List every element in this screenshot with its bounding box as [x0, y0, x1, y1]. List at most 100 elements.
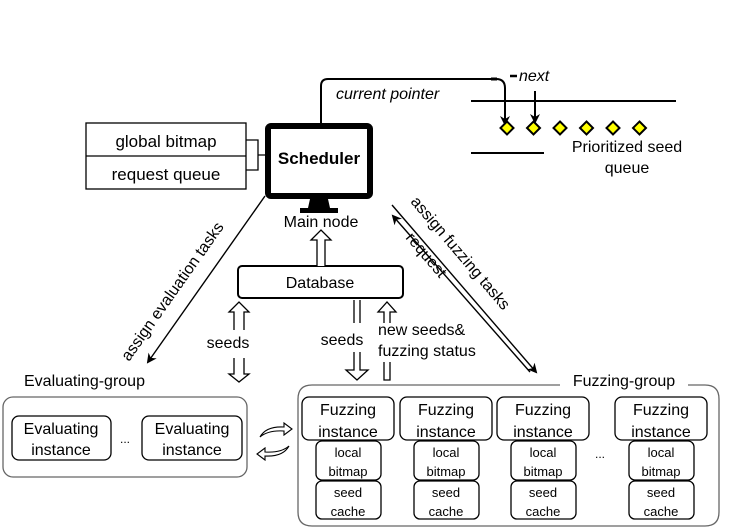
db-to-main-arrow	[309, 229, 333, 266]
current-pointer: current pointer	[320, 77, 510, 126]
fuzzing-instance-line1: Fuzzing	[320, 402, 376, 419]
assign-fuzzing-arrow	[391, 204, 538, 374]
seeds-left-label: seeds	[207, 335, 250, 352]
fuzzing-instance-box	[301, 396, 395, 441]
seed-cache-line1: seed	[647, 485, 675, 500]
evaluating-instance-box	[141, 415, 243, 461]
seed-diamond-icon	[578, 120, 595, 136]
seed-queue-label-line2: queue	[605, 160, 650, 177]
seeds-mid-arrow: seeds	[321, 300, 370, 381]
seed-diamond-icon	[605, 120, 621, 136]
fuzzing-instance: Fuzzing instance local bitmap seed cache	[399, 396, 493, 520]
seed-cache-line1: seed	[529, 485, 557, 500]
evaluating-ellipsis: ...	[120, 432, 130, 446]
fuzzing-instance-line2: instance	[513, 424, 573, 441]
fuzzing-instance-line2: instance	[631, 424, 691, 441]
bracket-connector	[246, 139, 268, 171]
evaluating-instance: Evaluating instance	[141, 415, 243, 461]
evaluating-group-title: Evaluating-group	[24, 373, 145, 390]
seed-cache-box	[413, 480, 480, 520]
local-bitmap-line2: bitmap	[426, 464, 465, 479]
monitor-screen	[265, 123, 373, 199]
seed-queue: Prioritized seed queue	[471, 100, 682, 177]
fuzzing-instances: FuzzinginstancelocalbitmapseedcacheFuzzi…	[301, 396, 708, 520]
evaluating-instance-line2: instance	[31, 442, 91, 459]
next-pointer: next	[510, 68, 550, 124]
seed-cache-box	[628, 480, 695, 520]
assign-evaluation-arrow	[146, 195, 266, 364]
seed-diamond-icon	[552, 120, 568, 136]
database-label: Database	[286, 275, 355, 292]
sync-cycle-icon	[256, 421, 293, 462]
local-bitmap-line1: local	[433, 445, 460, 460]
seed-cache-line1: seed	[432, 485, 460, 500]
database: Database	[237, 265, 404, 299]
new-seeds-label-line1: new seeds&	[378, 322, 465, 339]
global-bitmap-label: global bitmap	[115, 132, 216, 151]
seed-cache-box	[315, 480, 382, 520]
local-bitmap-box	[628, 440, 695, 481]
request-queue-label: request queue	[112, 165, 221, 184]
local-bitmap-box	[413, 440, 480, 481]
seeds-mid-label: seeds	[321, 332, 364, 349]
evaluating-instance-box	[11, 415, 112, 461]
fuzzing-group-title: Fuzzing-group	[573, 373, 675, 390]
seeds-left-down-arrow	[227, 358, 251, 383]
fuzzing-instance-line1: Fuzzing	[418, 402, 474, 419]
seeds-left-arrow: seeds	[207, 301, 251, 383]
seeds-mid-down-arrow	[344, 352, 370, 381]
fuzzing-instance-line1: Fuzzing	[633, 402, 689, 419]
scheduler-side-boxes: global bitmap request queue	[85, 122, 268, 190]
fuzzing-group-frame	[297, 384, 720, 527]
local-bitmap-box	[315, 440, 382, 481]
local-bitmap-box	[510, 440, 577, 481]
fuzzing-instance-line1: Fuzzing	[515, 402, 571, 419]
local-bitmap-line2: bitmap	[523, 464, 562, 479]
local-bitmap-line1: local	[335, 445, 362, 460]
seed-diamond-icon	[499, 120, 515, 136]
seed-cache-line2: cache	[644, 504, 679, 519]
evaluating-instance: Evaluating instance	[11, 415, 112, 461]
current-pointer-label: current pointer	[336, 86, 440, 103]
fuzzing-instance-box	[614, 396, 708, 441]
main-node-label: Main node	[284, 214, 359, 231]
fuzzing-instance-box	[399, 396, 493, 441]
current-pointer-arrow	[320, 78, 510, 126]
local-bitmap-line1: local	[648, 445, 675, 460]
request-arrow	[391, 214, 531, 373]
fuzzing-instance-box	[496, 396, 590, 441]
next-label: next	[519, 68, 550, 85]
new-seeds-arrow: new seeds& fuzzing status	[376, 301, 476, 381]
evaluating-instance-line2: instance	[162, 442, 222, 459]
seeds-mid-shaft	[353, 300, 361, 323]
seed-cache-box	[510, 480, 577, 520]
fuzzing-instance-line2: instance	[318, 424, 378, 441]
seed-cache-line1: seed	[334, 485, 362, 500]
new-seeds-up-arrow	[376, 301, 398, 323]
seed-cache-line2: cache	[526, 504, 561, 519]
fuzzing-instance: Fuzzing instance local bitmap seed cache	[496, 396, 590, 520]
evaluating-instance-line1: Evaluating	[155, 421, 230, 438]
local-bitmap-line2: bitmap	[641, 464, 680, 479]
seeds-left-up-arrow	[227, 301, 251, 330]
seed-diamond-icon	[525, 120, 542, 136]
seed-cache-line2: cache	[331, 504, 366, 519]
fuzzing-instance: Fuzzing instance local bitmap seed cache	[614, 396, 708, 520]
scheduler-monitor: Scheduler Main node	[265, 123, 373, 231]
scheduler-label: Scheduler	[278, 149, 361, 168]
local-bitmap-line2: bitmap	[328, 464, 367, 479]
seed-cache-line2: cache	[429, 504, 464, 519]
new-seeds-label-line2: fuzzing status	[378, 343, 476, 360]
fuzzing-ellipsis: ...	[595, 447, 605, 461]
evaluating-instance-line1: Evaluating	[24, 421, 99, 438]
fuzzing-group: Fuzzing-group Fuzzing instance local bitmap…	[297, 373, 720, 527]
monitor-stand-icon	[300, 199, 338, 213]
local-bitmap-line1: local	[530, 445, 557, 460]
new-seeds-shaft	[383, 362, 391, 381]
fuzzing-instance-line2: instance	[416, 424, 476, 441]
seed-items	[499, 120, 648, 136]
seed-diamond-icon	[631, 120, 648, 136]
evaluating-group: Evaluating-group Evaluating instance ...…	[2, 373, 248, 478]
fuzzing-instance: Fuzzing instance local bitmap seed cache	[301, 396, 395, 520]
